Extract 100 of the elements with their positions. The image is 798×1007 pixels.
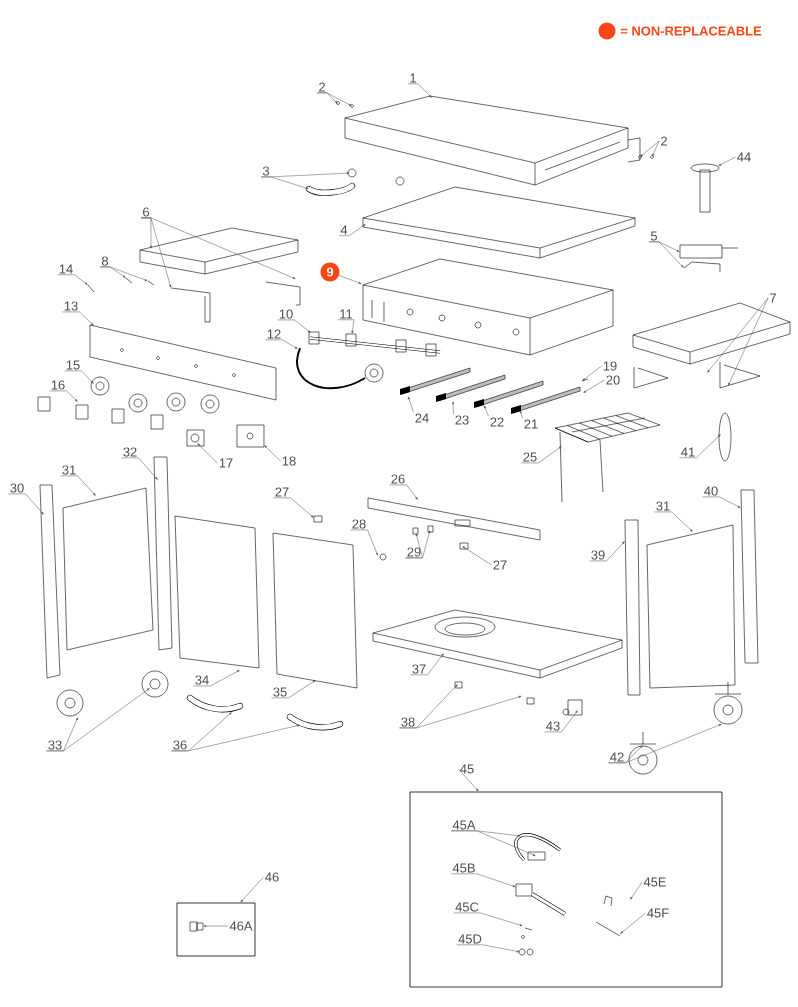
callout-number: 27 — [275, 487, 289, 497]
leader-line — [389, 484, 418, 500]
leader-line — [652, 140, 660, 157]
leader-line — [260, 176, 309, 189]
callout-number: 18 — [282, 456, 296, 466]
callout-number: 36 — [173, 740, 187, 750]
callout-number: 45C — [455, 902, 479, 912]
callout-number: 45 — [460, 764, 474, 774]
callout-number: 38 — [401, 717, 415, 727]
callout-number: 2 — [319, 82, 325, 92]
callout-number: 22 — [490, 417, 504, 427]
leader-line — [583, 379, 605, 393]
callout-number: 12 — [267, 329, 281, 339]
leader-line — [620, 912, 646, 934]
callout-badge: 9 — [320, 262, 340, 282]
leader-line — [264, 445, 281, 462]
leader-line — [140, 217, 296, 279]
kit-box — [409, 791, 723, 988]
leader-line — [630, 881, 643, 900]
leader-line — [648, 241, 684, 268]
callout-number: 6 — [143, 207, 150, 217]
callout-number: 14 — [59, 264, 73, 274]
leader-line — [337, 319, 355, 334]
callout-number: 26 — [391, 474, 405, 484]
leader-line — [407, 83, 432, 98]
leader-line — [654, 511, 693, 532]
callout-number: 32 — [123, 447, 137, 457]
leader-line — [679, 434, 721, 458]
callout-number: 45B — [452, 863, 475, 873]
callout-number: 24 — [415, 413, 429, 423]
leader-line — [64, 370, 94, 384]
callout-number: 40 — [704, 486, 718, 496]
callout-number: 8 — [101, 256, 109, 266]
callout-number: 19 — [603, 361, 617, 371]
leader-line — [582, 365, 602, 381]
leader-line — [405, 530, 431, 559]
leader-line — [99, 266, 148, 281]
leader-line — [350, 529, 378, 556]
leader-line — [484, 405, 489, 417]
callout-number: 44 — [737, 152, 751, 162]
leader-line — [273, 497, 314, 518]
callout-number: 28 — [352, 519, 366, 529]
leader-line — [60, 475, 96, 496]
callout-number: 42 — [610, 752, 624, 762]
kit-box — [176, 902, 256, 957]
callout-number: 2 — [661, 136, 667, 146]
leader-line — [452, 401, 455, 415]
leader-line — [519, 410, 523, 419]
leader-line — [240, 876, 264, 903]
callout-number: 37 — [412, 664, 426, 674]
leader-line — [57, 274, 88, 285]
leader-line — [608, 724, 722, 764]
leader-line — [49, 390, 78, 402]
callout-number: 41 — [681, 447, 695, 457]
legend-text: = NON-REPLACEABLE — [620, 26, 762, 36]
leader-line — [707, 297, 769, 373]
callout-number: 45F — [647, 908, 669, 918]
leader-line — [62, 311, 94, 326]
callout-number: 45D — [458, 934, 482, 944]
leader-line — [277, 319, 311, 333]
callout-number: 46A — [229, 921, 253, 931]
leader-line — [193, 670, 240, 687]
callout-number: 23 — [455, 415, 469, 425]
leader-line — [265, 339, 298, 349]
callout-number: 4 — [340, 225, 348, 235]
leader-line — [197, 443, 218, 464]
callout-number: 34 — [195, 675, 209, 685]
leader-line — [589, 541, 625, 562]
callout-number: 33 — [48, 740, 62, 750]
leader-line — [8, 493, 44, 515]
callout-number: 5 — [650, 231, 658, 241]
leader-line — [338, 224, 366, 236]
leader-line — [458, 768, 479, 792]
leader-line — [453, 912, 523, 927]
leader-line — [338, 275, 362, 284]
leader-line — [399, 695, 522, 729]
leader-line — [408, 396, 414, 413]
leader-line — [46, 688, 150, 752]
callout-number: 27 — [493, 560, 507, 570]
leader-line — [702, 496, 741, 508]
callout-number: 31 — [62, 465, 76, 475]
callout-number: 25 — [523, 452, 537, 462]
callout-number: 1 — [410, 73, 416, 83]
leader-line — [728, 297, 769, 386]
leader-line — [456, 944, 520, 953]
callout-number: 46 — [265, 872, 279, 882]
leader-line — [271, 680, 316, 699]
callout-number: 45E — [643, 877, 666, 887]
callout-number: 39 — [591, 550, 605, 560]
leader-line — [640, 140, 660, 157]
callout-number: 7 — [770, 293, 776, 303]
callout-number: 20 — [606, 375, 620, 385]
callout-number: 10 — [279, 309, 293, 319]
leader-line — [544, 710, 578, 733]
leader-line — [410, 653, 444, 676]
leader-line — [462, 546, 492, 566]
leader-line — [450, 830, 536, 856]
callout-number: 3 — [262, 166, 270, 176]
callout-number: 29 — [407, 547, 421, 557]
callout-number: 30 — [10, 483, 24, 493]
